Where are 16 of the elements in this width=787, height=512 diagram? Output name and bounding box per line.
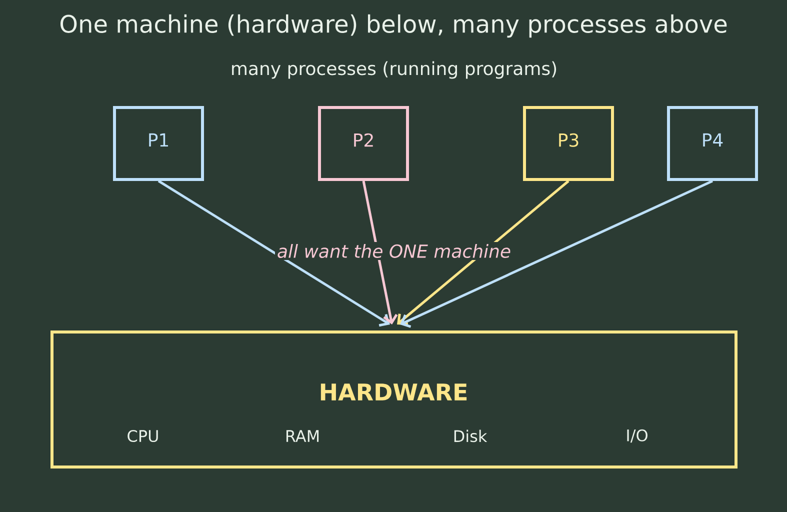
note-text: all want the ONE machine <box>274 242 514 260</box>
component-label: Disk <box>454 430 488 442</box>
title: One machine (hardware) below, many processes above <box>60 14 727 38</box>
process-box: P2 <box>318 106 409 181</box>
component-label: CPU <box>128 430 158 442</box>
component-label: I/O <box>627 429 648 443</box>
component-label: RAM <box>286 430 319 442</box>
arrow <box>158 180 390 327</box>
process-box: P4 <box>667 106 758 181</box>
arrow <box>400 180 714 328</box>
subtitle: many processes (running programs) <box>232 61 556 79</box>
heading-text: HARDWARE <box>320 384 467 400</box>
arrow <box>362 180 398 324</box>
arrow <box>397 180 570 326</box>
process-box: P1 <box>113 106 204 181</box>
process-box: P3 <box>523 106 614 181</box>
